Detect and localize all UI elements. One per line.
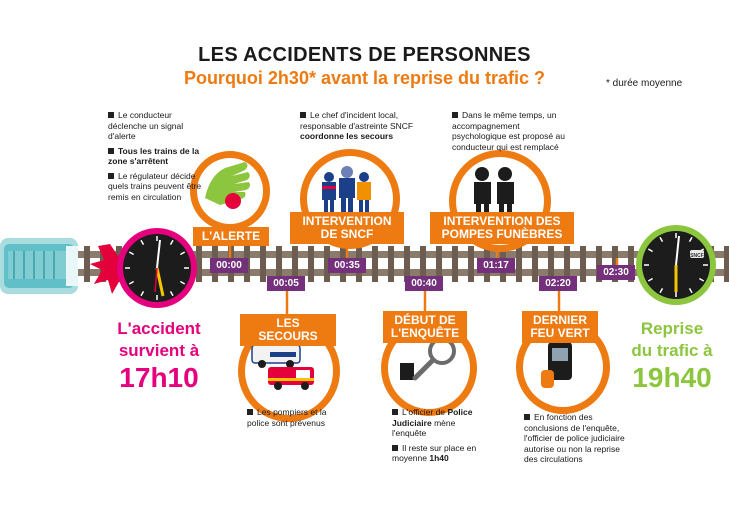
- footnote: * durée moyenne: [606, 78, 683, 89]
- end-text: Reprise du trafic à 19h40: [631, 319, 713, 393]
- emergency-vehicles-icon: [251, 344, 314, 390]
- magnifier-icon: [400, 337, 456, 381]
- note-enquete: L'officier de Police Judiciaire mène l'e…: [392, 407, 486, 468]
- secours-label: LES SECOURS: [240, 314, 336, 346]
- note-pompes: Dans le même temps, un accompagnement ps…: [452, 110, 572, 156]
- start-clock-icon: [117, 228, 197, 308]
- page-title: LES ACCIDENTS DE PERSONNES: [198, 44, 531, 66]
- time-tag-sncf: 00:35: [328, 258, 366, 273]
- time-tag-enquete: 00:40: [405, 276, 443, 291]
- alert-hand-icon: [205, 162, 250, 209]
- police-label: POLICE: [274, 352, 293, 358]
- note-sncf: Le chef d'incident local, responsable d'…: [300, 110, 430, 146]
- note-feuvert: En fonction des conclusions de l'enquête…: [524, 412, 628, 469]
- undertakers-icon: [474, 167, 514, 216]
- note-alerte: Le conducteur déclenche un signal d'aler…: [108, 110, 206, 206]
- end-clock-icon: [636, 225, 716, 305]
- time-tag-alerte: 00:00: [210, 258, 248, 273]
- staff-icon: [322, 166, 371, 214]
- time-tag-pompes: 01:17: [477, 258, 515, 273]
- note-secours: Les pompiers et la police sont prévenus: [247, 407, 351, 432]
- phone-icon: [541, 342, 572, 388]
- page-subtitle: Pourquoi 2h30* avant la reprise du trafi…: [183, 68, 546, 88]
- train-icon: [0, 238, 78, 294]
- alerte-label: L'ALERTE: [193, 227, 269, 246]
- time-tag-feuvert: 02:20: [539, 276, 577, 291]
- time-tag-reprise: 02:30: [597, 265, 635, 280]
- sncf-logo: SNCF: [690, 253, 704, 259]
- time-tag-secours: 00:05: [267, 276, 305, 291]
- start-text: L'accident survient à 17h10: [117, 319, 201, 393]
